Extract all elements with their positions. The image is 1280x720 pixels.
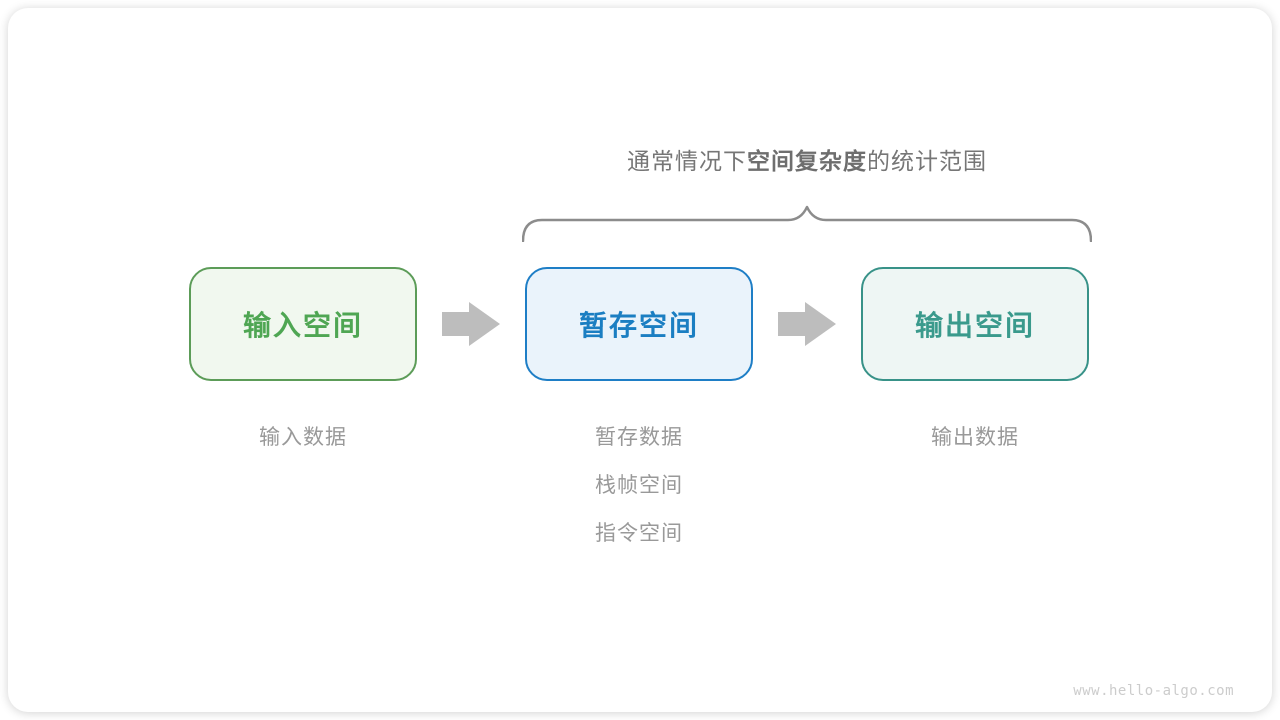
note-stack-frame-space: 栈帧空间 — [595, 474, 683, 497]
page-card: 通常情况下空间复杂度的统计范围 输入空间 暂存空间 输出空间 输入数据 暂存数据… — [8, 8, 1272, 712]
notes-output-column: 输出数据 — [931, 424, 1019, 452]
note-output-data: 输出数据 — [931, 426, 1019, 449]
diagram-title: 通常情况下空间复杂度的统计范围 — [627, 146, 987, 176]
note-temp-data: 暂存数据 — [595, 426, 683, 449]
title-emphasis: 空间复杂度 — [747, 148, 867, 174]
scope-brace-icon — [522, 205, 1092, 242]
box-output-space: 输出空间 — [861, 267, 1089, 381]
title-suffix: 的统计范围 — [867, 148, 987, 174]
box-output-space-label: 输出空间 — [914, 310, 1035, 341]
arrow-right-icon — [442, 302, 500, 346]
box-input-space-label: 输入空间 — [242, 310, 363, 341]
title-prefix: 通常情况下 — [627, 148, 747, 174]
box-temp-space: 暂存空间 — [525, 267, 753, 381]
box-temp-space-label: 暂存空间 — [578, 310, 699, 341]
note-instruction-space: 指令空间 — [595, 522, 683, 545]
notes-input-column: 输入数据 — [259, 424, 347, 452]
notes-temp-column: 暂存数据 栈帧空间 指令空间 — [595, 424, 683, 548]
watermark: www.hello-algo.com — [1073, 683, 1234, 699]
box-input-space: 输入空间 — [189, 267, 417, 381]
note-input-data: 输入数据 — [259, 426, 347, 449]
arrow-right-icon — [778, 302, 836, 346]
